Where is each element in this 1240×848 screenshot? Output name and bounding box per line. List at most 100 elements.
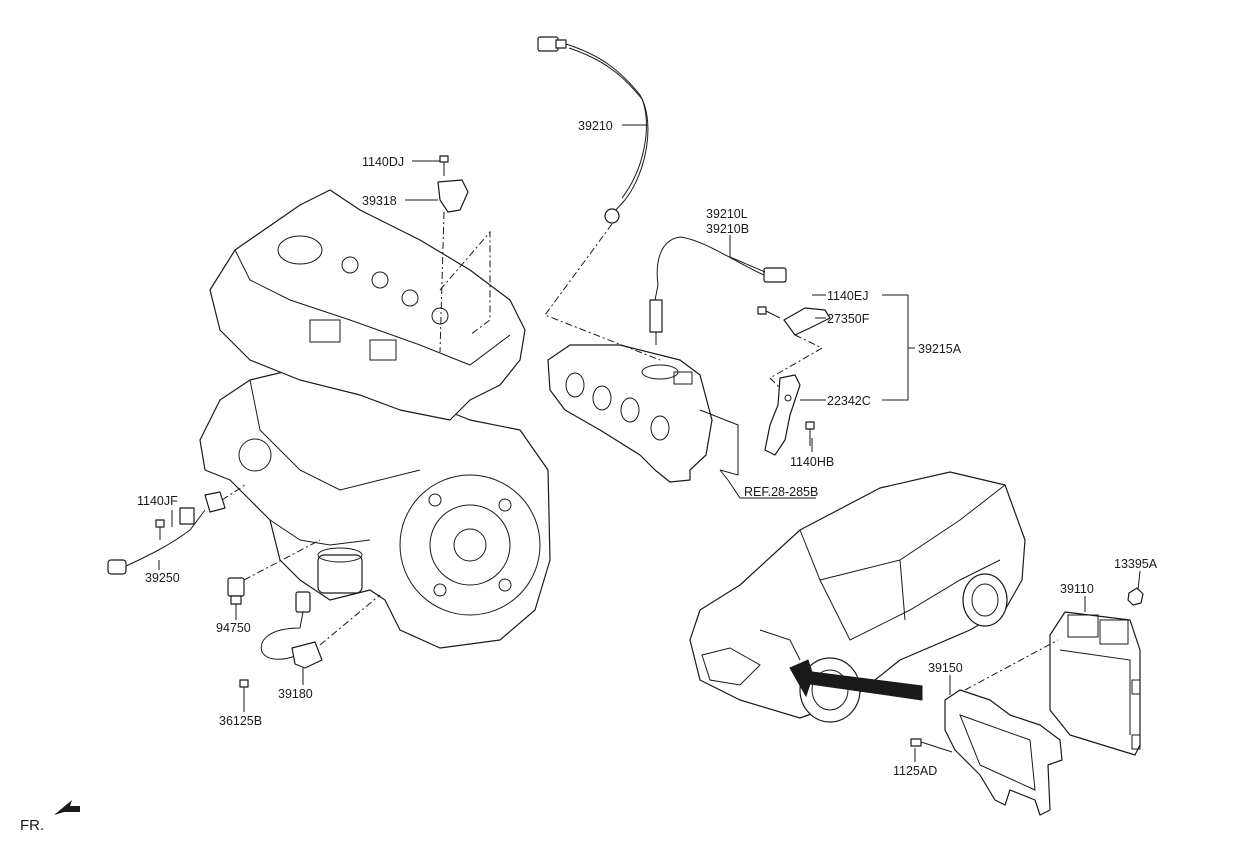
label-39210: 39210 xyxy=(578,119,613,133)
plug-well xyxy=(401,289,419,307)
bolt-hole xyxy=(433,583,447,597)
manifold-flange xyxy=(699,409,739,476)
label-1140JF: 1140JF xyxy=(137,494,178,508)
block-rib xyxy=(249,379,421,491)
flywheel-housing xyxy=(399,474,541,616)
label-39180: 39180 xyxy=(278,687,313,701)
ecu-tab xyxy=(1131,679,1141,695)
bolt-head xyxy=(155,519,165,528)
label-94750: 94750 xyxy=(216,621,251,635)
connector-boot xyxy=(555,39,567,49)
leader-dash xyxy=(319,594,381,646)
plug-well xyxy=(371,271,389,289)
engine-block xyxy=(199,367,551,649)
head-boss xyxy=(369,339,397,361)
ecu-tab xyxy=(1131,734,1141,750)
sensor-body xyxy=(437,179,469,213)
label-39210L: 39210L xyxy=(706,207,748,221)
sensor-cable xyxy=(260,611,304,660)
exhaust-port xyxy=(565,372,585,398)
vehicle-illustration xyxy=(689,471,1026,723)
plug-well xyxy=(431,307,449,325)
label-1125AD: 1125AD xyxy=(893,764,937,778)
label-27350F: 27350F xyxy=(827,312,870,326)
label-39215A: 39215A xyxy=(918,342,962,356)
rear-wheel-hub xyxy=(971,583,999,617)
heat-shield-tab xyxy=(673,371,693,385)
label-front: FR. xyxy=(20,817,44,834)
bolt-head xyxy=(805,421,815,430)
bolt-hole xyxy=(498,498,512,512)
sensor-connector xyxy=(537,36,559,52)
bracket-upper xyxy=(757,306,831,336)
group-bracket xyxy=(882,294,915,401)
cylinder-head xyxy=(209,189,526,421)
sensor-body xyxy=(649,299,663,333)
car-body xyxy=(689,471,1026,719)
plug-well xyxy=(341,256,359,274)
belt-line xyxy=(819,559,1001,641)
sensor-tip xyxy=(604,208,620,224)
ref-leader xyxy=(727,479,816,499)
bolt-head xyxy=(439,155,449,163)
flywheel-hub xyxy=(429,504,511,586)
ref-leader xyxy=(719,469,729,481)
exhaust-manifold-assembly xyxy=(547,344,739,483)
exhaust-port xyxy=(620,397,640,423)
label-39110: 39110 xyxy=(1060,582,1094,596)
label-39318: 39318 xyxy=(362,194,397,208)
sensor-connector xyxy=(107,559,127,575)
leader xyxy=(729,256,766,273)
head-boss xyxy=(309,319,341,343)
headlight xyxy=(759,629,801,661)
leader-dash xyxy=(544,223,661,361)
sensor-connector xyxy=(295,591,311,613)
sensor-cable xyxy=(565,43,649,213)
bolt-head xyxy=(757,306,767,315)
bolt-shank xyxy=(765,310,781,319)
bolt-shank xyxy=(920,741,953,753)
timing-cover-opening xyxy=(238,438,272,472)
bolt-head xyxy=(910,738,922,747)
label-1140EJ: 1140EJ xyxy=(827,289,868,303)
bracket-lower xyxy=(764,374,815,456)
oxygen-sensor-upstream xyxy=(537,36,649,224)
ecu-39110 xyxy=(1049,611,1141,756)
cam-bore xyxy=(277,235,323,265)
exhaust-port xyxy=(592,385,612,411)
ecu-connector xyxy=(1067,614,1099,638)
oil-filter xyxy=(317,554,363,594)
leader-dash xyxy=(439,211,491,353)
bracket-39150 xyxy=(944,689,1063,816)
knock-sensor xyxy=(107,491,226,575)
crank-position-sensor xyxy=(239,591,323,700)
head-gasket-line xyxy=(234,249,511,366)
exhaust-port xyxy=(650,415,670,441)
label-39210B: 39210B xyxy=(706,222,749,236)
sensor-cable xyxy=(654,236,765,301)
label-ref-28-285B: REF.28-285B xyxy=(744,485,818,499)
switch-body xyxy=(227,577,245,597)
grille xyxy=(701,647,761,686)
switch-thread xyxy=(230,595,242,605)
leader-dash xyxy=(221,484,246,501)
bracket-27350F xyxy=(783,307,831,336)
label-22342C: 22342C xyxy=(827,394,871,408)
label-13395A: 13395A xyxy=(1114,557,1158,571)
nut-13395A xyxy=(1127,587,1144,606)
ecu-connector xyxy=(1099,619,1129,645)
front-direction-arrow-icon xyxy=(54,800,80,815)
rear-wheel xyxy=(962,573,1008,627)
sensor-cable xyxy=(125,509,206,567)
sensor-body xyxy=(204,491,226,513)
bolt-hole xyxy=(498,578,512,592)
label-1140HB: 1140HB xyxy=(790,455,834,469)
ecu-edge xyxy=(1059,649,1131,735)
engine-assembly xyxy=(199,189,551,649)
leader-dash xyxy=(243,539,321,581)
door-line xyxy=(899,559,906,621)
ecu-assembly xyxy=(910,587,1144,816)
sensor-connector xyxy=(763,267,787,283)
